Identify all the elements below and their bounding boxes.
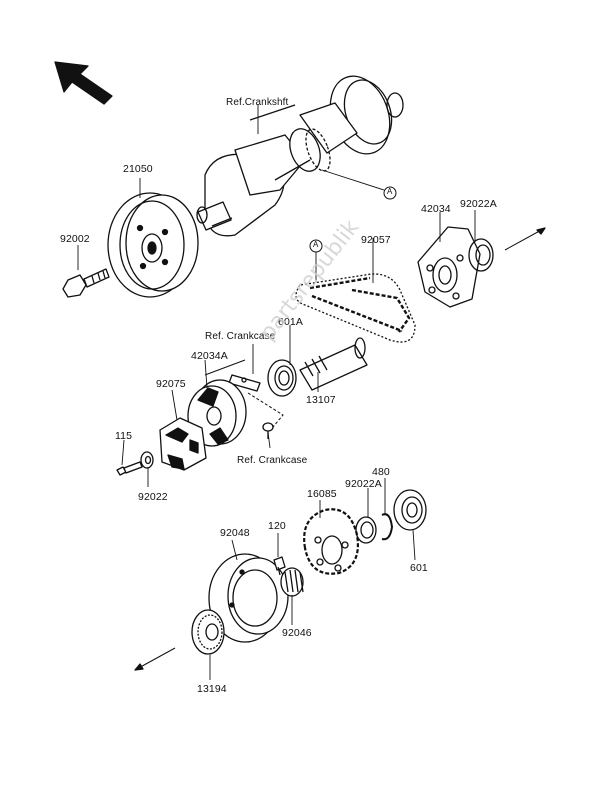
clutch-13194 [191, 609, 225, 655]
washer-92022 [140, 451, 154, 469]
label-480: 480 [372, 466, 390, 478]
gear-16085 [303, 508, 359, 575]
screw-120 [273, 556, 286, 576]
label-92022A-bottom: 92022A [345, 478, 382, 490]
label-120: 120 [268, 520, 286, 532]
label-13194: 13194 [197, 683, 227, 695]
circlip-480 [381, 513, 393, 541]
label-92057: 92057 [361, 234, 391, 246]
label-13107: 13107 [306, 394, 336, 406]
damper-92075 [159, 417, 207, 471]
label-92075: 92075 [156, 378, 186, 390]
label-92048: 92048 [220, 527, 250, 539]
marker-a-1: A [387, 187, 393, 196]
label-ref-crankshaft: Ref.Crankshft [226, 97, 289, 108]
label-92022A-top: 92022A [460, 198, 497, 210]
label-16085: 16085 [307, 488, 337, 500]
crankcase-clip [228, 374, 261, 392]
bolt-92002 [62, 268, 110, 298]
washer-92022A-top [468, 238, 494, 272]
bearing-601 [393, 489, 427, 531]
label-92002: 92002 [60, 233, 90, 245]
crankshaft-reference [196, 75, 404, 237]
label-21050: 21050 [123, 163, 153, 175]
housing-92048 [208, 553, 289, 643]
washer-92022A-bottom [355, 516, 377, 544]
label-92022: 92022 [138, 491, 168, 503]
hub-42034A [187, 379, 247, 447]
label-42034A: 42034A [191, 350, 228, 362]
label-601: 601 [410, 562, 428, 574]
bolt-115 [116, 461, 143, 476]
label-ref-crankcase-2: Ref. Crankcase [237, 455, 308, 466]
marker-a-2: A [313, 240, 319, 249]
chain-92057 [295, 273, 416, 343]
label-92046: 92046 [282, 627, 312, 639]
label-601A: 601A [278, 316, 303, 328]
rotor-21050 [107, 192, 199, 298]
bearing-601A [267, 359, 297, 397]
label-ref-crankcase-1: Ref. Crankcase [205, 331, 276, 342]
screw-crankcase [262, 422, 274, 439]
label-42034: 42034 [421, 203, 451, 215]
hub-42034 [417, 226, 481, 308]
label-115: 115 [115, 430, 133, 442]
front-direction-arrow [54, 61, 113, 105]
shaft-13107 [299, 337, 368, 391]
needle-bearing-92046 [280, 567, 304, 597]
